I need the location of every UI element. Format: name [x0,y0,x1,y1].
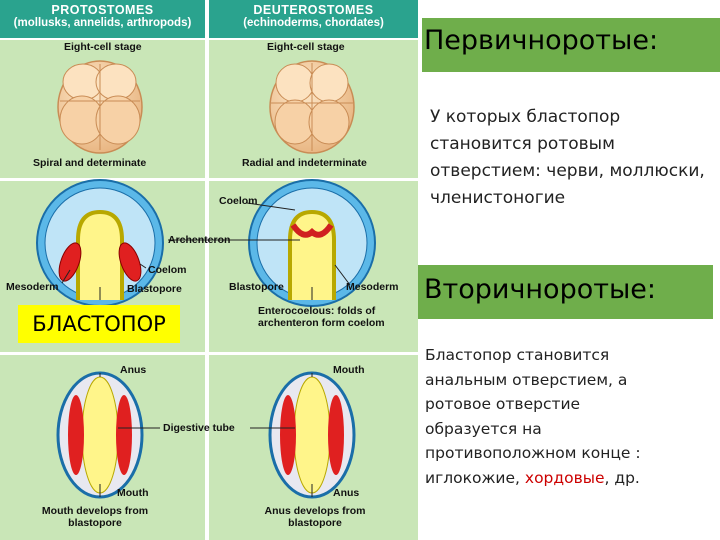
label-mouth-left: Mouth [117,487,149,499]
label-enterocoelous: Enterocoelous: folds of archenteron form… [258,305,385,329]
embryo-illustrations [36,60,376,499]
chordates-highlight: хордовые [524,468,605,487]
protostomes-header: PROTOSTOMES (mollusks, annelids, arthrop… [0,0,205,38]
protostome-title: Первичноротые: [424,25,659,56]
label-anus-develops: Anus develops from blastopore [264,505,366,529]
deuterostome-description: Бластопор становится анальным отверстием… [425,343,665,490]
label-archenteron: Archenteron [168,234,231,246]
protostomes-subtitle: (mollusks, annelids, arthropods) [13,17,192,29]
protostome-title-box: Первичноротые: [422,18,720,72]
label-eight-cell-left: Eight-cell stage [64,41,142,53]
protostome-description: У которых бластопор становится ротовым о… [430,107,705,208]
row-divider [0,352,418,355]
deuterostomes-header: DEUTEROSTOMES (echinoderms, chordates) [209,0,418,38]
row-divider [0,178,418,181]
deuterostomes-title: DEUTEROSTOMES [253,3,374,17]
deuterostome-title: Вторичноротые: [424,274,656,305]
label-coelom-top: Coelom [219,195,258,207]
larva-left [56,371,144,499]
label-spiral: Spiral and determinate [33,157,147,169]
deuterostome-title-box: Вторичноротые: [418,265,713,319]
label-digestive-tube: Digestive tube [163,422,235,434]
protostomes-title: PROTOSTOMES [51,3,154,17]
label-eight-cell-right: Eight-cell stage [267,41,345,53]
label-coelom-mid: Coelom [148,264,187,276]
leader-lines [61,202,351,497]
label-mesoderm-left: Mesoderm [6,281,59,293]
label-mesoderm-right: Mesoderm [346,281,399,293]
eight-cell-embryo-right [269,60,355,154]
label-anus-left: Anus [120,364,147,376]
eight-cell-embryo-left [57,60,143,154]
label-anus-right: Anus [333,487,360,499]
label-mouth-develops: Mouth develops from blastopore [41,505,149,529]
label-mouth-right: Mouth [333,364,365,376]
deuterostomes-subtitle: (echinoderms, chordates) [243,17,384,29]
gastrula-left [36,179,164,307]
deuterostome-text: Бластопор становится анальным отверстием… [425,346,641,487]
deuterostome-text-end: , др. [604,468,640,487]
larva-right [268,371,356,499]
label-radial: Radial and indeterminate [242,157,367,169]
blastopore-highlight-box: БЛАСТОПОР [18,305,180,343]
label-blastopore-right: Blastopore [229,281,284,293]
embryo-figure: PROTOSTOMES (mollusks, annelids, arthrop… [0,0,418,540]
label-blastopore-left: Blastopore [127,283,182,295]
